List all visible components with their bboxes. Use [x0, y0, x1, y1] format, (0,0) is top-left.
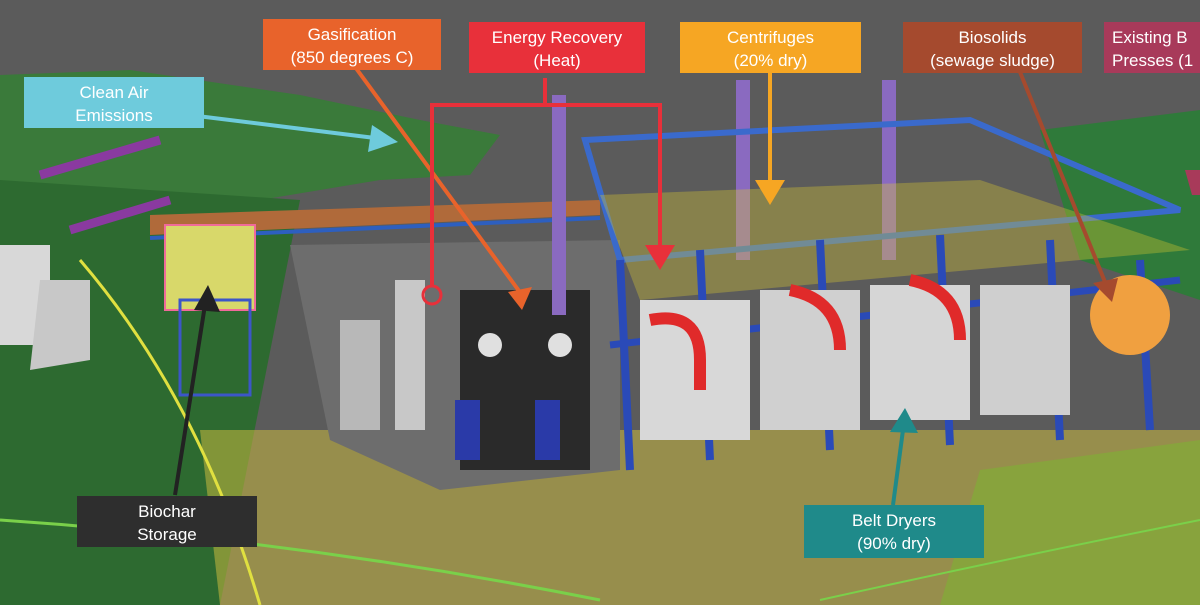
unit-port — [548, 333, 572, 357]
label-line: Storage — [137, 525, 197, 544]
label-line: Energy Recovery — [491, 28, 623, 47]
clean-air-label: Clean Air Emissions — [24, 77, 204, 128]
yellow-pad — [200, 430, 1200, 605]
cyclone-unit — [340, 320, 380, 430]
belt-dryer — [980, 285, 1070, 415]
roof-deck — [600, 180, 1190, 300]
side-building — [30, 280, 90, 370]
red-duct — [788, 284, 846, 351]
belt-dryer — [760, 290, 860, 430]
label-line: (sewage sludge) — [930, 51, 1055, 70]
belt-dryers-label: Belt Dryers (90% dry) — [804, 505, 984, 558]
existing-presses-label: Existing B Presses (1 — [1104, 22, 1200, 73]
label-line: (20% dry) — [733, 51, 808, 70]
label-line: Emissions — [75, 106, 153, 125]
exhaust-stack — [736, 80, 750, 260]
label-line: (90% dry) — [857, 534, 931, 553]
support-frame — [178, 298, 252, 397]
gasifier-vessel — [395, 280, 425, 430]
label-line: (850 degrees C) — [290, 48, 414, 67]
red-duct — [908, 274, 966, 341]
energy-recovery-label: Energy Recovery (Heat) — [469, 22, 645, 73]
column — [616, 259, 634, 471]
biochar-storage-label: Biochar Storage — [77, 496, 257, 547]
dryer-building-roof — [581, 116, 1182, 264]
biosolids-label: Biosolids (sewage sludge) — [903, 22, 1082, 73]
exhaust-stack — [552, 95, 566, 315]
road-line — [819, 519, 1200, 601]
label-line: Presses (1 — [1112, 51, 1194, 70]
blue-tank — [535, 400, 560, 460]
label-line: (Heat) — [533, 51, 581, 70]
label-line: Belt Dryers — [851, 511, 937, 530]
road-line — [78, 259, 262, 605]
label-line: Centrifuges — [727, 28, 814, 47]
boiler-unit — [460, 290, 590, 470]
purple-pipe — [38, 135, 162, 180]
gasification-label: Gasification (850 degrees C) — [263, 19, 441, 70]
hill-terrain-right — [1040, 110, 1200, 300]
label-line: Biosolids — [958, 28, 1027, 47]
arrows — [164, 58, 1200, 506]
label-line: Clean Air — [79, 83, 149, 102]
label-line: Biochar — [138, 502, 196, 521]
pipe-bridge — [150, 200, 600, 235]
label-line: Existing B — [1112, 28, 1188, 47]
centrifuges-label: Centrifuges (20% dry) — [680, 22, 861, 73]
unit-port — [478, 333, 502, 357]
red-duct — [648, 312, 706, 390]
label-line: Gasification — [307, 25, 397, 44]
purple-pipe — [68, 195, 172, 235]
blue-tank — [455, 400, 480, 460]
